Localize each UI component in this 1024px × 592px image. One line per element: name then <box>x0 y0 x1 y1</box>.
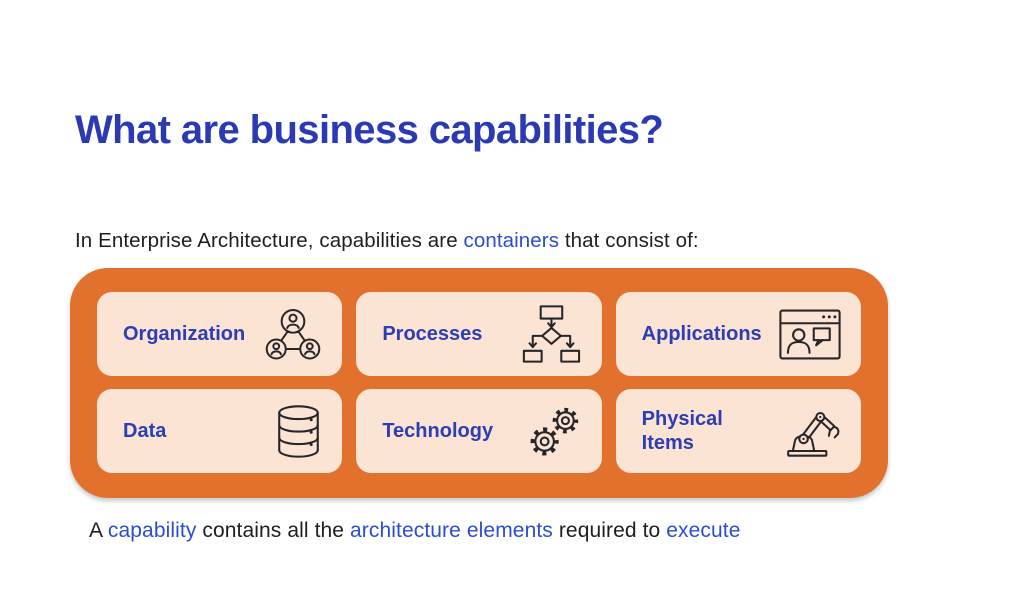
card-organization: Organization <box>97 292 343 376</box>
intro-post: that consist of: <box>559 229 699 252</box>
card-label: Organization <box>123 323 246 345</box>
footer-text: A capability contains all the architectu… <box>89 519 741 543</box>
footer-segment-accent: execute <box>666 519 741 542</box>
page-title: What are business capabilities? <box>75 108 664 152</box>
card-label: Data <box>123 420 167 442</box>
card-label: Applications <box>641 323 762 345</box>
footer-segment-accent: capability <box>107 519 197 542</box>
card-data: Data <box>97 389 343 473</box>
capability-container: Organization Proces <box>70 268 888 498</box>
robot-arm-icon <box>781 404 841 458</box>
app-window-icon <box>779 309 841 360</box>
gears-icon <box>529 405 582 458</box>
card-label: Processes <box>382 323 483 345</box>
intro-pre: In Enterprise Architecture, capabilities… <box>75 229 464 252</box>
intro-highlight: containers <box>463 229 560 252</box>
card-technology: Technology <box>356 389 602 473</box>
org-chart-icon <box>264 308 322 361</box>
card-applications: Applications <box>615 292 861 376</box>
card-label: Physical Items <box>641 408 723 454</box>
card-physical-items: Physical Items <box>615 389 861 473</box>
card-label: Technology <box>382 420 494 442</box>
card-processes: Processes <box>356 292 602 376</box>
footer-segment: required to <box>552 519 667 542</box>
footer-segment: A <box>89 519 108 542</box>
flowchart-icon <box>520 305 582 363</box>
database-icon <box>275 404 322 459</box>
footer-segment: contains all the <box>196 519 351 542</box>
footer-segment-accent: architecture elements <box>350 519 553 542</box>
intro-text: In Enterprise Architecture, capabilities… <box>75 229 699 253</box>
